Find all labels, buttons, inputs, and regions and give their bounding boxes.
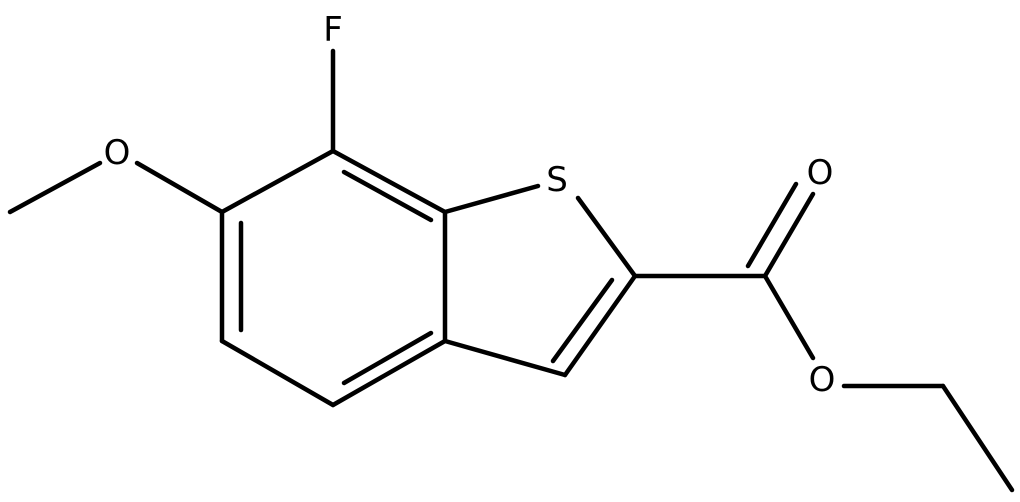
bond-c7a-c7-inner [341, 169, 434, 223]
fluorine-label: F [323, 10, 343, 50]
carbonyl-oxygen-label: O [807, 153, 834, 193]
bond-c3a-c4 [330, 338, 448, 408]
bond-c7a-s [442, 183, 541, 215]
bond-c6-c7 [219, 148, 336, 215]
atom-labels: F S O O O [104, 10, 836, 400]
bond-c7-c7a [330, 148, 448, 215]
bond-c4-c3a-inner [341, 330, 434, 386]
bond-c2-c3-inner [550, 277, 615, 364]
methoxy-oxygen-label: O [104, 133, 131, 173]
bond-c-oester [762, 273, 816, 361]
bond-c3-c3a [442, 338, 568, 378]
bond-c4-c5 [219, 338, 336, 408]
bond-c6-o [134, 160, 225, 215]
bond-c2-c3 [562, 273, 638, 378]
substituent-bonds [7, 48, 1015, 493]
bond-o-ch3 [7, 160, 103, 215]
benzene-ring [219, 148, 448, 408]
ester-oxygen-label: O [809, 360, 836, 400]
bond-s-c2 [575, 195, 638, 279]
bond-ch2-ch3 [940, 383, 1015, 493]
bond-c-o-double-a [762, 191, 816, 279]
sulfur-label: S [546, 160, 568, 200]
thiophene-ring [442, 183, 638, 378]
bond-c-o-double-b [745, 181, 799, 269]
